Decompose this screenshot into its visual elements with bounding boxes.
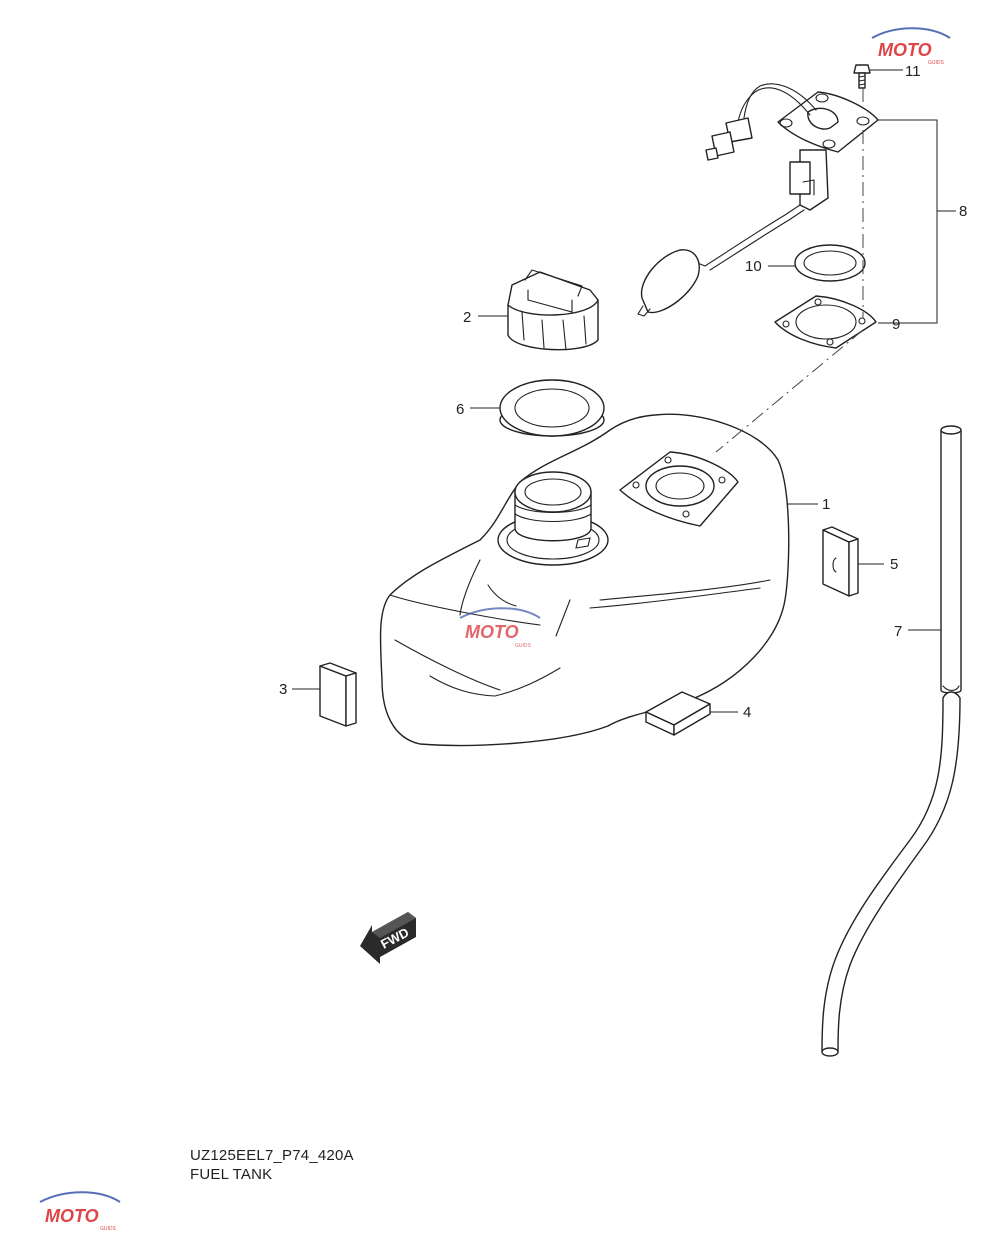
callout-5: 5 xyxy=(890,556,898,573)
cushion-5 xyxy=(822,526,859,597)
callout-4: 4 xyxy=(743,704,751,721)
watermark-subtext-top: GUIDS xyxy=(928,60,945,66)
cap-gasket xyxy=(499,379,605,437)
fwd-arrow-icon: FWD xyxy=(360,912,416,964)
hose xyxy=(821,425,962,1057)
bolt xyxy=(853,64,871,89)
fuel-cap xyxy=(507,269,599,351)
o-ring xyxy=(794,244,866,282)
callout-2: 2 xyxy=(463,309,471,326)
callout-1: 1 xyxy=(822,496,830,513)
watermark-logo-top: MOTO GUIDS xyxy=(871,27,951,66)
assembly-line-tank xyxy=(715,329,864,453)
pump-gasket xyxy=(774,295,877,349)
callout-8: 8 xyxy=(959,203,967,220)
watermark-text-center: MOTO xyxy=(465,622,519,642)
leader-lines xyxy=(292,69,956,713)
callout-3: 3 xyxy=(279,681,287,698)
watermark-subtext-bottom: GUIDS xyxy=(100,1226,117,1232)
watermark-text-bottom: MOTO xyxy=(45,1206,99,1226)
watermark-text-top: MOTO xyxy=(878,40,932,60)
watermark-subtext-center: GUIDS xyxy=(515,643,532,649)
callout-6: 6 xyxy=(456,401,464,418)
cushion-3 xyxy=(319,662,357,727)
drawing-title: FUEL TANK xyxy=(190,1166,273,1183)
watermark-logo-bottom: MOTO GUIDS xyxy=(39,1191,121,1232)
fuel-tank xyxy=(379,413,790,747)
callout-7: 7 xyxy=(894,623,902,640)
watermark-logo-center: MOTO GUIDS xyxy=(459,607,541,649)
callout-9: 9 xyxy=(892,316,900,333)
callout-11: 11 xyxy=(905,63,921,80)
drawing-code: UZ125EEL7_P74_420A xyxy=(190,1147,354,1164)
fuel-level-gauge xyxy=(637,83,879,317)
callout-10: 10 xyxy=(745,258,762,275)
cushion-4 xyxy=(645,691,711,736)
